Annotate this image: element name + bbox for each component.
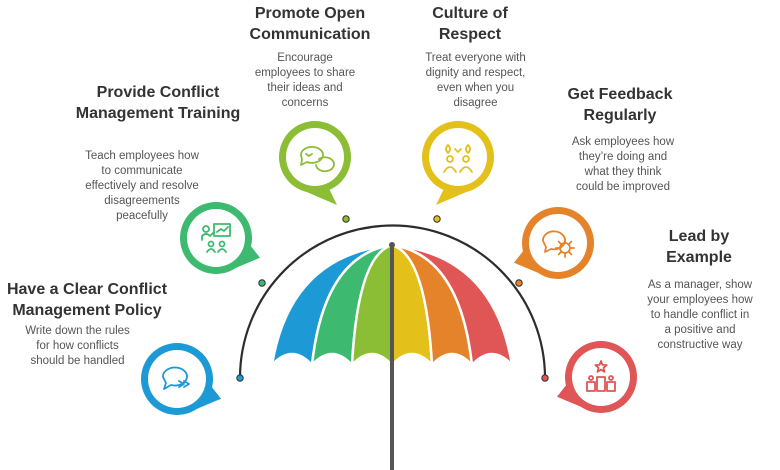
arc-dot bbox=[541, 374, 549, 382]
badge-tail bbox=[436, 189, 473, 205]
people-badge bbox=[422, 121, 494, 205]
desc-training: Teach employees how to communicate effec… bbox=[85, 150, 199, 222]
arc-dot bbox=[236, 374, 244, 382]
feedback-gear-badge bbox=[514, 207, 594, 279]
arc-dot bbox=[258, 279, 266, 287]
connector-arc bbox=[238, 224, 547, 379]
podium-star-badge bbox=[557, 341, 637, 413]
umbrella-panel bbox=[391, 243, 514, 369]
people-icon bbox=[443, 144, 473, 173]
title-lead-example: Lead by Example bbox=[666, 228, 732, 266]
feedback-gear-icon bbox=[542, 230, 575, 258]
presentation-icon bbox=[201, 223, 231, 253]
badge-inner bbox=[148, 350, 206, 408]
desc-lead-example: As a manager, show your employees how to… bbox=[647, 279, 753, 351]
arc-dot bbox=[342, 215, 350, 223]
badge-inner bbox=[429, 128, 487, 186]
title-feedback: Get Feedback Regularly bbox=[567, 86, 673, 124]
arc-dot bbox=[515, 279, 523, 287]
title-open-communication: Promote Open Communication bbox=[249, 5, 371, 43]
badge-inner bbox=[286, 128, 344, 186]
umbrella-canopy bbox=[270, 242, 514, 369]
badge-tail bbox=[300, 189, 337, 205]
desc-open-communication: Encourage employees to share their ideas… bbox=[254, 52, 356, 109]
podium-star-icon bbox=[586, 360, 616, 392]
presentation-badge bbox=[180, 202, 260, 274]
desc-feedback: Ask employees how they’re doing and what… bbox=[571, 136, 675, 193]
desc-culture-respect: Treat everyone with dignity and respect,… bbox=[425, 52, 526, 109]
desc-clear-policy: Write down the rules for how conflicts s… bbox=[25, 325, 130, 367]
title-training: Provide Conflict Management Training bbox=[75, 84, 241, 122]
chat-bubbles-icon bbox=[300, 146, 335, 173]
title-culture-respect: Culture of Respect bbox=[432, 5, 508, 43]
title-clear-policy: Have a Clear Conflict Management Policy bbox=[6, 281, 168, 319]
chat-bubbles-badge bbox=[279, 121, 351, 205]
badge-inner bbox=[529, 214, 587, 272]
speech-arrows-icon bbox=[162, 366, 190, 390]
arc-dot bbox=[433, 215, 441, 223]
speech-arrows-badge bbox=[141, 343, 221, 415]
